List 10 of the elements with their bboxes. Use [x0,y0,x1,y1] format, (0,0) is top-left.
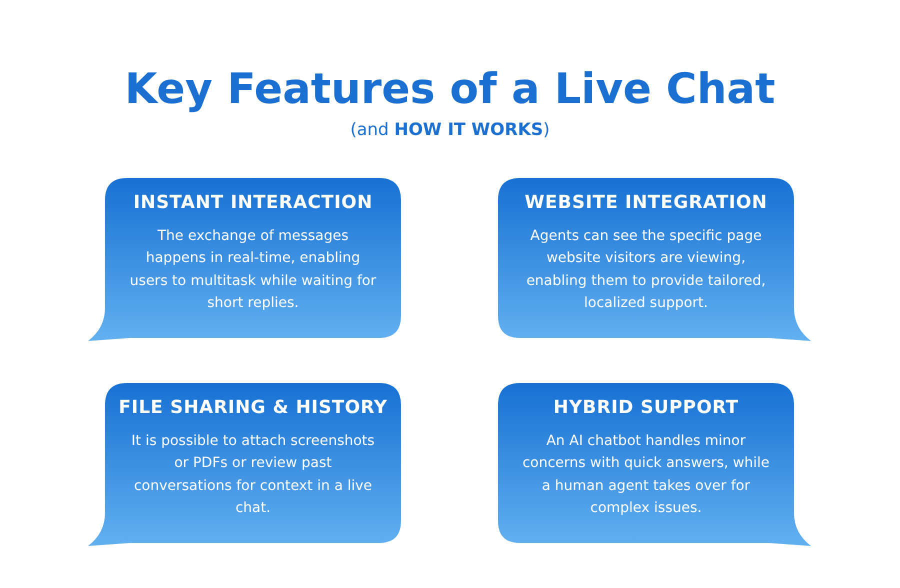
subtitle: (and HOW IT WORKS) [349,120,551,140]
feature-description: The exchange of messages happens in real-time, enabling users to multitask while waiting for short replies. [128,227,378,314]
feature-description: It is possible to attach screenshots or PDFs or review past conversations for context in a live chat. [130,432,376,518]
feature-heading: HYBRID SUPPORT [553,397,739,418]
feature-heading: FILE SHARING & HISTORY [118,397,388,418]
feature-description: An AI chatbot handles minor concerns with quick answers, while a human agent takes over for complex issues. [521,432,771,518]
feature-description: Agents can see the specific page website visitors are viewing, enabling them to provide tailored, localized support. [525,227,767,314]
feature-heading: INSTANT INTERACTION [133,192,373,213]
title: Key Features of a Live Chat [124,64,776,113]
feature-heading: WEBSITE INTEGRATION [524,192,768,213]
